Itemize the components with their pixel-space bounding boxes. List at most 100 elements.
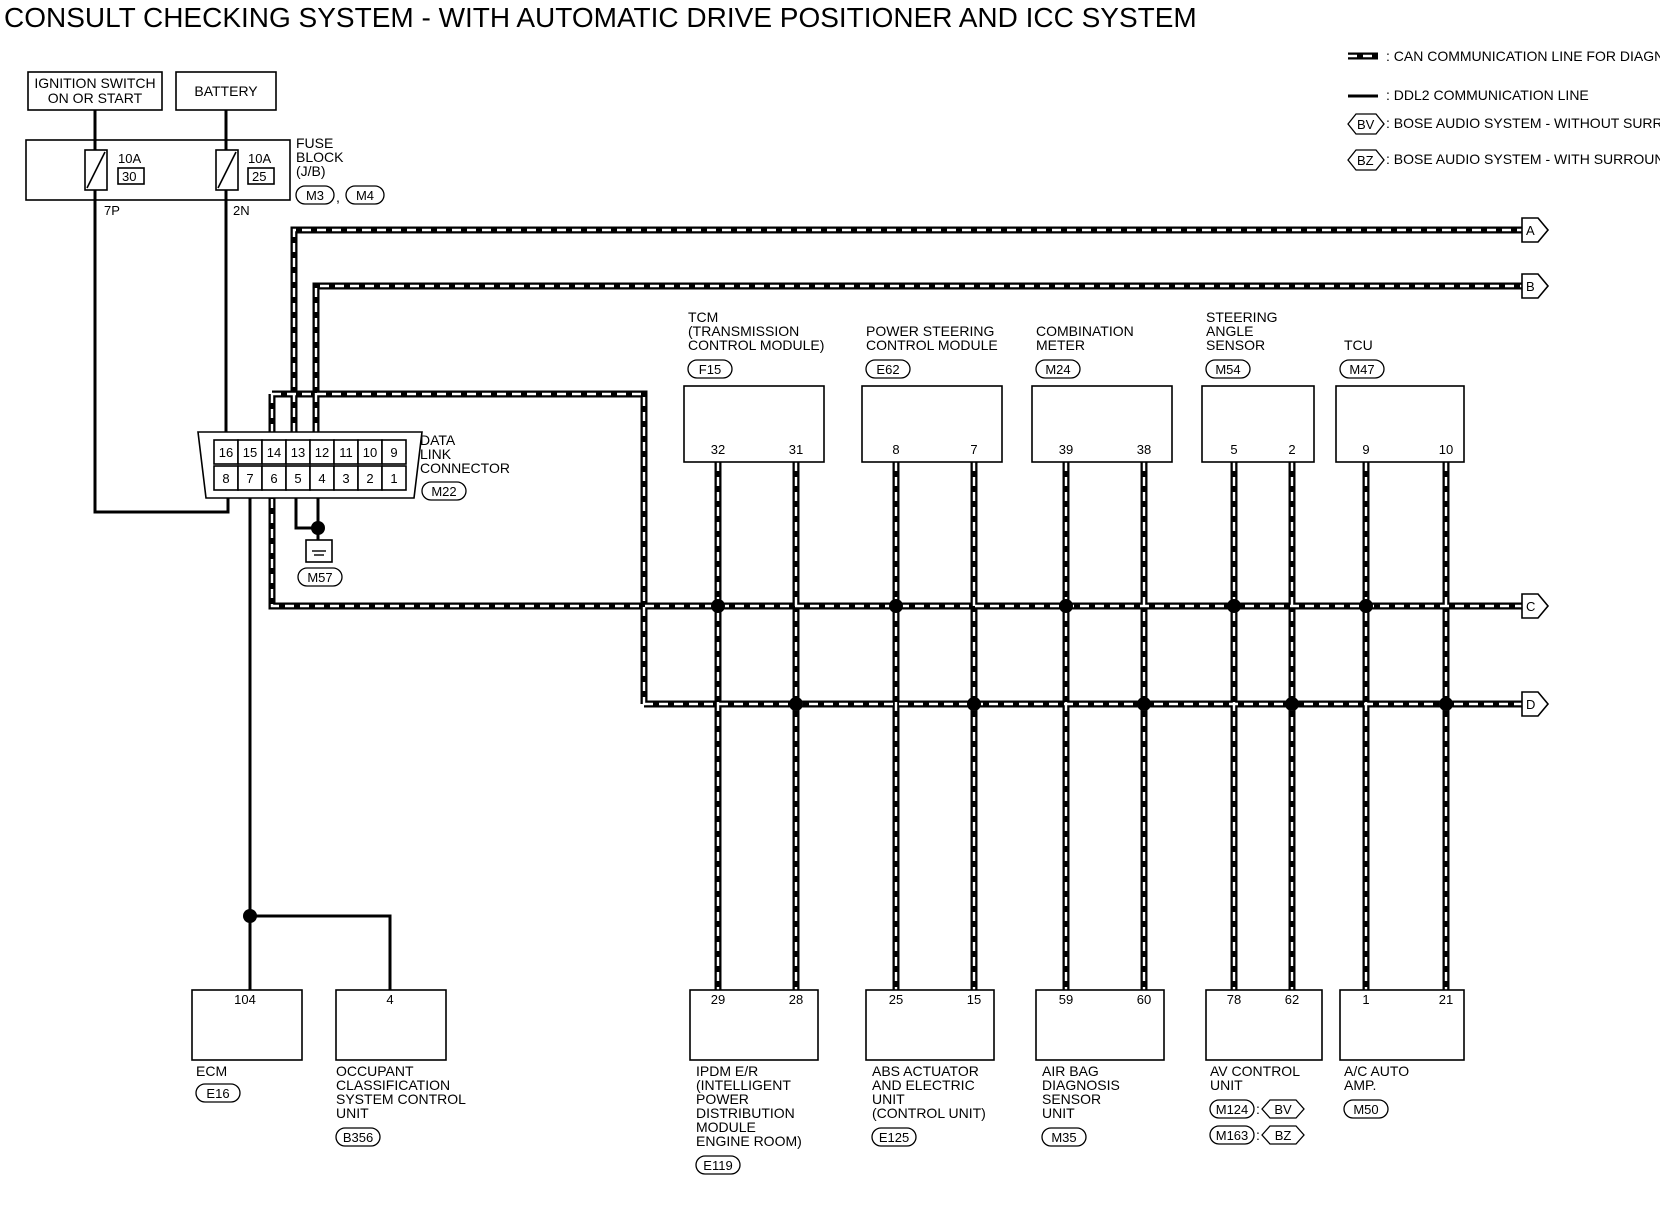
bottom-module-ac-auto-amp: 1 21 A/C AUTO AMP. M50: [1339, 989, 1465, 1119]
dlc-cell: [381, 465, 407, 491]
ac-pin-b: 21: [1439, 992, 1453, 1007]
battery-box: BATTERY: [175, 71, 277, 111]
svg-text::: :: [1256, 1101, 1260, 1117]
ipdm-label-3: POWER: [696, 1091, 749, 1107]
av-connector-m163: M163: [1216, 1128, 1249, 1143]
occupant-label-2: CLASSIFICATION: [336, 1077, 450, 1093]
offpage-a: A: [1521, 217, 1550, 243]
tcm-pin-a: 32: [711, 442, 725, 457]
abs-pin-a: 25: [889, 992, 903, 1007]
dlc-label-3: CONNECTOR: [420, 460, 510, 476]
meter-pin-b: 38: [1137, 442, 1151, 457]
offpage-b: B: [1521, 273, 1550, 299]
dlc-pin-6: 6: [270, 471, 277, 486]
meter-connector: M24: [1045, 362, 1070, 377]
bottom-module-airbag: 59 60 AIR BAG DIAGNOSIS SENSOR UNIT M35: [1035, 989, 1165, 1147]
offpage-a-label: A: [1526, 223, 1535, 238]
ipdm-connector: E119: [703, 1158, 732, 1173]
ps-label-2: CONTROL MODULE: [866, 337, 998, 353]
legend-bz-text: : BOSE AUDIO SYSTEM - WITH SURROUND SOUN…: [1386, 151, 1660, 167]
dlc-cell: [333, 465, 359, 491]
top-module-power-steering: POWER STEERING CONTROL MODULE E62 8 7: [861, 323, 1003, 463]
tcu-pin-b: 10: [1439, 442, 1453, 457]
offpage-b-label: B: [1526, 279, 1535, 294]
bottom-module-ipdm: 29 28 IPDM E/R (INTELLIGENT POWER DISTRI…: [689, 989, 819, 1175]
ac-label-2: AMP.: [1344, 1077, 1376, 1093]
wire-ign-to-pin8: [93, 200, 230, 514]
sas-pin-b: 2: [1288, 442, 1295, 457]
dlc-cell: [213, 465, 239, 491]
ddl2-line: [243, 498, 392, 990]
fuse-pin-7p: 7P: [104, 203, 120, 218]
occupant-pin: 4: [386, 992, 393, 1007]
fuse-25-num: 25: [252, 169, 266, 184]
dlc-pin-4: 4: [318, 471, 325, 486]
dlc-pin-5: 5: [294, 471, 301, 486]
svg-text:,: ,: [336, 189, 340, 205]
ipdm-label-4: DISTRIBUTION: [696, 1105, 795, 1121]
dlc-cell: [309, 465, 335, 491]
ac-connector: M50: [1353, 1102, 1378, 1117]
tcm-connector: F15: [699, 362, 721, 377]
ps-pin-b: 7: [970, 442, 977, 457]
fuse-25-amp: 10A: [248, 151, 271, 166]
av-label-2: UNIT: [1210, 1077, 1243, 1093]
offpage-c: C: [1521, 593, 1550, 619]
tcu-pin-a: 9: [1362, 442, 1369, 457]
dlc-pin-14: 14: [267, 445, 281, 460]
ignition-label-2: ON OR START: [48, 90, 143, 106]
ac-pin-a: 1: [1362, 992, 1369, 1007]
legend-bz-tag: BZ: [1357, 153, 1374, 168]
junction-dots: [711, 599, 1453, 711]
sas-label-2: ANGLE: [1206, 323, 1253, 339]
ground-symbol: M57: [294, 498, 343, 587]
ac-label-1: A/C AUTO: [1344, 1063, 1409, 1079]
av-connector-m124: M124: [1216, 1102, 1249, 1117]
fuse-block-label-2: BLOCK: [296, 149, 344, 165]
abs-label-1: ABS ACTUATOR: [872, 1063, 979, 1079]
occupant-box: 4 OCCUPANT CLASSIFICATION SYSTEM CONTROL…: [335, 989, 466, 1147]
ipdm-label-1: IPDM E/R: [696, 1063, 758, 1079]
bottom-module-abs: 25 15 ABS ACTUATOR AND ELECTRIC UNIT (CO…: [865, 989, 995, 1147]
dlc-cell: [381, 439, 407, 465]
dlc-pin-16: 16: [219, 445, 233, 460]
fuse-30-num: 30: [122, 169, 136, 184]
ps-pin-a: 8: [892, 442, 899, 457]
ignition-switch-box: IGNITION SWITCH ON OR START: [27, 71, 163, 111]
ecm-pin: 104: [234, 992, 256, 1007]
sas-label-1: STEERING: [1206, 309, 1278, 325]
ipdm-label-5: MODULE: [696, 1119, 756, 1135]
meter-label-2: METER: [1036, 337, 1085, 353]
airbag-pin-b: 60: [1137, 992, 1151, 1007]
dlc-cell: [237, 439, 263, 465]
airbag-label-2: DIAGNOSIS: [1042, 1077, 1120, 1093]
top-module-combination-meter: COMBINATION METER M24 39 38: [1031, 323, 1173, 463]
can-wire-dash-1: [314, 284, 1522, 432]
occupant-label-3: SYSTEM CONTROL: [336, 1091, 466, 1107]
ps-label-1: POWER STEERING: [866, 323, 994, 339]
occupant-connector: B356: [343, 1130, 373, 1145]
airbag-connector: M35: [1051, 1130, 1076, 1145]
abs-connector: E125: [879, 1130, 909, 1145]
offpage-c-label: C: [1526, 599, 1535, 614]
dlc-pin-13: 13: [291, 445, 305, 460]
abs-pin-b: 15: [967, 992, 981, 1007]
fuse-pin-2n: 2N: [233, 203, 250, 218]
legend: : CAN COMMUNICATION LINE FOR DIAGNOSIS :…: [1347, 48, 1660, 171]
airbag-label-1: AIR BAG: [1042, 1063, 1099, 1079]
can-wire-dash-2: [270, 394, 1522, 608]
top-module-tcm: TCM (TRANSMISSION CONTROL MODULE) F15 32…: [683, 309, 825, 463]
legend-bv-text: : BOSE AUDIO SYSTEM - WITHOUT SURROUND S…: [1386, 115, 1660, 131]
tcu-connector: M47: [1349, 362, 1374, 377]
meter-pin-a: 39: [1059, 442, 1073, 457]
page-title: CONSULT CHECKING SYSTEM - WITH AUTOMATIC…: [4, 2, 1197, 33]
dlc-pin-3: 3: [342, 471, 349, 486]
dlc-pin-1: 1: [390, 471, 397, 486]
abs-label-4: (CONTROL UNIT): [872, 1105, 986, 1121]
meter-label-1: COMBINATION: [1036, 323, 1134, 339]
ecm-label: ECM: [196, 1063, 227, 1079]
ipdm-label-2: (INTELLIGENT: [696, 1077, 791, 1093]
can-wire-dash-3: [272, 392, 646, 704]
dlc-cell: [285, 465, 311, 491]
